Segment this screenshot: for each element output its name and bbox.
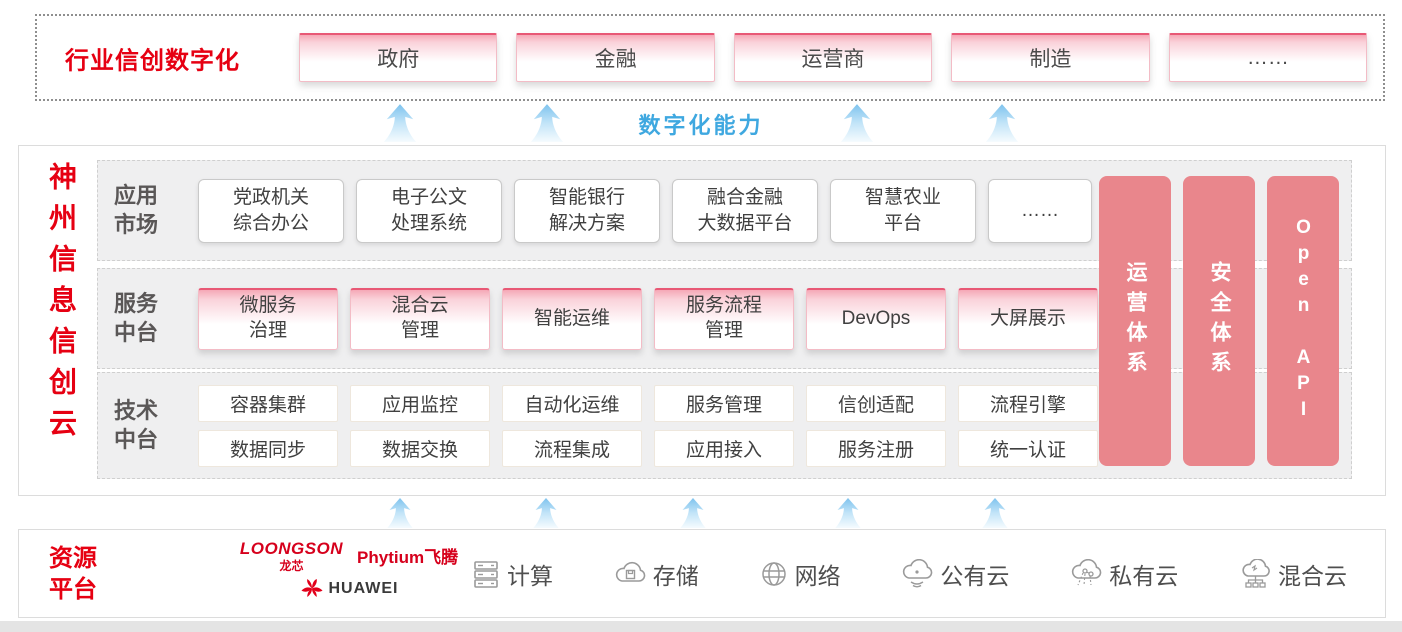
- resource-item-public-cloud: 公有云: [900, 557, 1009, 591]
- service-box-devops: DevOps: [806, 287, 946, 350]
- industry-box-manufacturing: 制造: [951, 33, 1150, 82]
- industry-box-finance: 金融: [516, 33, 715, 82]
- tech-box-service-registry: 服务注册: [806, 429, 946, 467]
- hybrid-cloud-icon: [1242, 558, 1270, 588]
- pillar-open-api: Open API: [1267, 176, 1339, 466]
- app-market-boxes: 党政机关 综合办公 电子公文 处理系统 智能银行 解决方案 融合金融 大数据平台…: [198, 178, 1092, 243]
- capability-label: 数字化能力: [638, 113, 764, 138]
- private-cloud-icon: [1072, 558, 1102, 585]
- public-cloud-icon: [903, 558, 933, 587]
- section-label-tech-platform: 技术 中台: [114, 397, 159, 452]
- tech-box-service-mgmt: 服务管理: [654, 384, 794, 422]
- section-label-service-platform: 服务 中台: [114, 290, 159, 345]
- up-arrow-icon: [680, 498, 706, 528]
- up-arrow-icon: [840, 104, 874, 142]
- industry-box-telecom: 运营商: [733, 33, 933, 82]
- tech-box-container-cluster: 容器集群: [198, 384, 338, 422]
- industry-box-more: ……: [1168, 33, 1368, 82]
- resource-item-label: 网络: [794, 562, 841, 589]
- loongson-chinese-label: 龙芯: [279, 559, 304, 573]
- tech-row-1: 容器集群 应用监控 自动化运维 服务管理 信创适配 流程引擎: [198, 384, 1098, 422]
- tech-box-unified-auth: 统一认证: [958, 429, 1098, 467]
- resource-item-label: 混合云: [1277, 562, 1347, 589]
- loongson-wordmark: LOONGSON: [239, 539, 344, 558]
- tech-box-xinchuang-adaptation: 信创适配: [806, 384, 946, 422]
- up-arrow-icon: [530, 104, 564, 142]
- server-icon: [474, 560, 498, 588]
- resource-item-network: 网络: [759, 557, 841, 591]
- resource-item-label: 私有云: [1109, 562, 1179, 589]
- pillar-security-system: 安全体系: [1183, 176, 1255, 466]
- phytium-logo: Phytium飞腾: [357, 548, 459, 567]
- section-label-app-market: 应用 市场: [114, 182, 159, 237]
- huawei-flower-icon: [300, 579, 323, 597]
- app-box-edoc-system: 电子公文 处理系统: [356, 178, 502, 243]
- tech-platform-boxes: 容器集群 应用监控 自动化运维 服务管理 信创适配 流程引擎 数据同步 数据交换…: [198, 384, 1098, 467]
- up-arrow-icon: [982, 498, 1008, 528]
- tech-box-data-sync: 数据同步: [198, 429, 338, 467]
- huawei-wordmark: HUAWEI: [328, 579, 399, 597]
- vendor-row-2: HUAWEI: [204, 579, 494, 598]
- tech-row-2: 数据同步 数据交换 流程集成 应用接入 服务注册 统一认证: [198, 429, 1098, 467]
- service-box-service-process-mgmt: 服务流程 管理: [654, 287, 794, 350]
- tech-box-data-exchange: 数据交换: [350, 429, 490, 467]
- tech-box-process-integration: 流程集成: [502, 429, 642, 467]
- service-platform-boxes: 微服务 治理 混合云 管理 智能运维 服务流程 管理 DevOps 大屏展示: [198, 287, 1098, 350]
- cloud-platform-panel: 神州信息信创云 应用 市场 党政机关 综合办公 电子公文 处理系统 智能银行 解…: [18, 145, 1386, 496]
- resource-item-storage: 存储: [613, 557, 699, 591]
- industry-box-government: 政府: [299, 33, 498, 82]
- resource-item-label: 公有云: [940, 562, 1010, 589]
- bottom-strip: [0, 621, 1402, 632]
- up-arrow-icon: [387, 498, 413, 528]
- up-arrow-icon: [985, 104, 1019, 142]
- tech-box-app-access: 应用接入: [654, 429, 794, 467]
- resource-item-private-cloud: 私有云: [1069, 557, 1178, 591]
- storage-cloud-icon: [615, 561, 646, 582]
- tech-box-process-engine: 流程引擎: [958, 384, 1098, 422]
- resource-platform-title: 资源 平台: [49, 544, 97, 603]
- resource-items: 计算 存储 网络: [471, 530, 1347, 617]
- tech-box-automated-ops: 自动化运维: [502, 384, 642, 422]
- resource-item-label: 计算: [507, 562, 553, 589]
- app-box-more: ……: [988, 178, 1092, 243]
- network-globe-icon: [761, 561, 786, 586]
- up-arrow-icon: [835, 498, 861, 528]
- app-box-smart-banking: 智能银行 解决方案: [514, 178, 660, 243]
- resource-platform-panel: 资源 平台 LOONGSON 龙芯 Phytium飞腾 HUAWEI: [18, 529, 1386, 618]
- service-box-dashboard-display: 大屏展示: [958, 287, 1098, 350]
- industry-boxes: 政府 金融 运营商 制造 ……: [299, 33, 1368, 82]
- up-arrow-icon: [383, 104, 417, 142]
- app-box-finance-bigdata: 融合金融 大数据平台: [672, 178, 818, 243]
- pillar-operations-system: 运营体系: [1099, 176, 1171, 466]
- service-box-hybrid-cloud-mgmt: 混合云 管理: [350, 287, 490, 350]
- up-arrow-icon: [533, 498, 559, 528]
- service-box-intelligent-ops: 智能运维: [502, 287, 642, 350]
- service-box-microservice-governance: 微服务 治理: [198, 287, 338, 350]
- resource-item-label: 存储: [652, 562, 699, 589]
- platform-vertical-title: 神州信息信创云: [46, 162, 77, 449]
- industry-banner-title: 行业信创数字化: [65, 47, 240, 74]
- app-box-smart-agriculture: 智慧农业 平台: [830, 178, 976, 243]
- app-box-party-gov-office: 党政机关 综合办公: [198, 178, 344, 243]
- loongson-logo: LOONGSON 龙芯: [240, 539, 343, 574]
- vendor-row-1: LOONGSON 龙芯 Phytium飞腾: [204, 539, 494, 574]
- resource-item-compute: 计算: [471, 557, 553, 591]
- resource-item-hybrid-cloud: 混合云: [1238, 557, 1347, 591]
- vendor-logos: LOONGSON 龙芯 Phytium飞腾 HUAWEI: [204, 539, 494, 598]
- tech-box-app-monitoring: 应用监控: [350, 384, 490, 422]
- industry-banner: 行业信创数字化 政府 金融 运营商 制造 ……: [35, 14, 1385, 101]
